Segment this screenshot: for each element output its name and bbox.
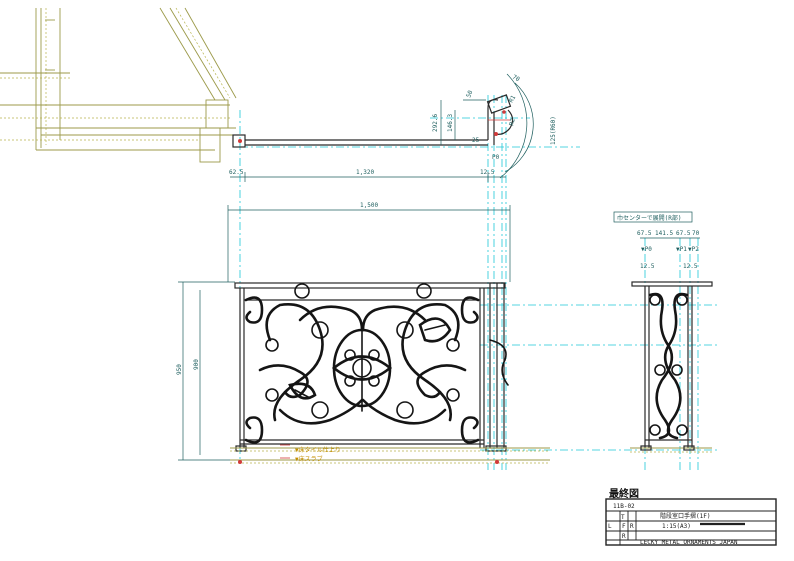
title-cell-f: F: [622, 523, 626, 530]
title-cell-r1: R: [630, 523, 634, 530]
section-view: 巾センターで展開(R部) 67.5 141.5 67.5 70 ▼P0 ▼P1 …: [613, 211, 713, 453]
plan-dim-small-1: 50: [465, 89, 474, 99]
section-dim-bottom-right: 12.5: [683, 263, 698, 270]
section-dim-bottom-left: 12.5: [640, 263, 655, 270]
plan-dim-vertical-1: 292.6: [432, 114, 439, 132]
title-cell-r2: R: [622, 533, 626, 540]
section-point-p2: ▼P2: [688, 246, 699, 253]
plan-dim-r2: R1: [508, 94, 518, 104]
section-point-p1: ▼P1: [676, 246, 687, 253]
title-block: 最終図 11B-02 階段室口手摺(1F) 1:15(A3) LECKY MET…: [605, 487, 777, 546]
plan-point-p0: P0: [492, 154, 500, 161]
plan-view: 62.5 1,320 12.5 292.6 146.3 50 25 R1 R2 …: [229, 74, 557, 182]
section-dim-3: 67.5: [676, 230, 691, 237]
floor-levels: ▼床タイル仕上り ▼床スラブ: [230, 444, 550, 464]
section-dim-4: 70: [692, 230, 700, 237]
title-scale: 1:15(A3): [662, 523, 691, 530]
plan-dim-right: 12.5: [480, 169, 495, 176]
elev-dim-height-outer: 950: [176, 364, 183, 375]
plan-dim-r1: R2: [508, 117, 517, 126]
level-slab-label: ▼床スラブ: [295, 455, 323, 463]
title-company: LECKY METAL ORNAMENTS JAPAN: [640, 539, 738, 546]
plan-dim-small-2: 25: [472, 137, 480, 144]
section-dim-1: 67.5: [637, 230, 652, 237]
plan-dim-left: 62.5: [229, 169, 244, 176]
elevation-dimensions: 1,500 950 900: [176, 202, 511, 461]
level-finish-label: ▼床タイル仕上り: [295, 446, 341, 454]
elev-dim-height-inner: 900: [193, 359, 200, 370]
plan-dim-vertical-2: 146.3: [447, 114, 454, 132]
section-title: 巾センターで展開(R部): [617, 214, 681, 222]
plan-dim-arc: 125(R60): [550, 116, 557, 145]
elevation-railing: [234, 282, 509, 452]
plan-dim-arc-top: 70: [511, 74, 521, 84]
title-cell-l: L: [608, 523, 612, 530]
building-outline: [0, 7, 237, 163]
elev-dim-width: 1,500: [360, 202, 378, 209]
plan-dim-main: 1,320: [356, 169, 374, 176]
title-cell-t: T: [621, 514, 625, 521]
section-point-p0: ▼P0: [641, 246, 652, 253]
title-project: 階段室口手摺(1F): [660, 512, 710, 520]
title-drawing-no: 11B-02: [613, 503, 635, 510]
section-dim-2: 141.5: [655, 230, 673, 237]
title-heading: 最終図: [609, 487, 639, 500]
